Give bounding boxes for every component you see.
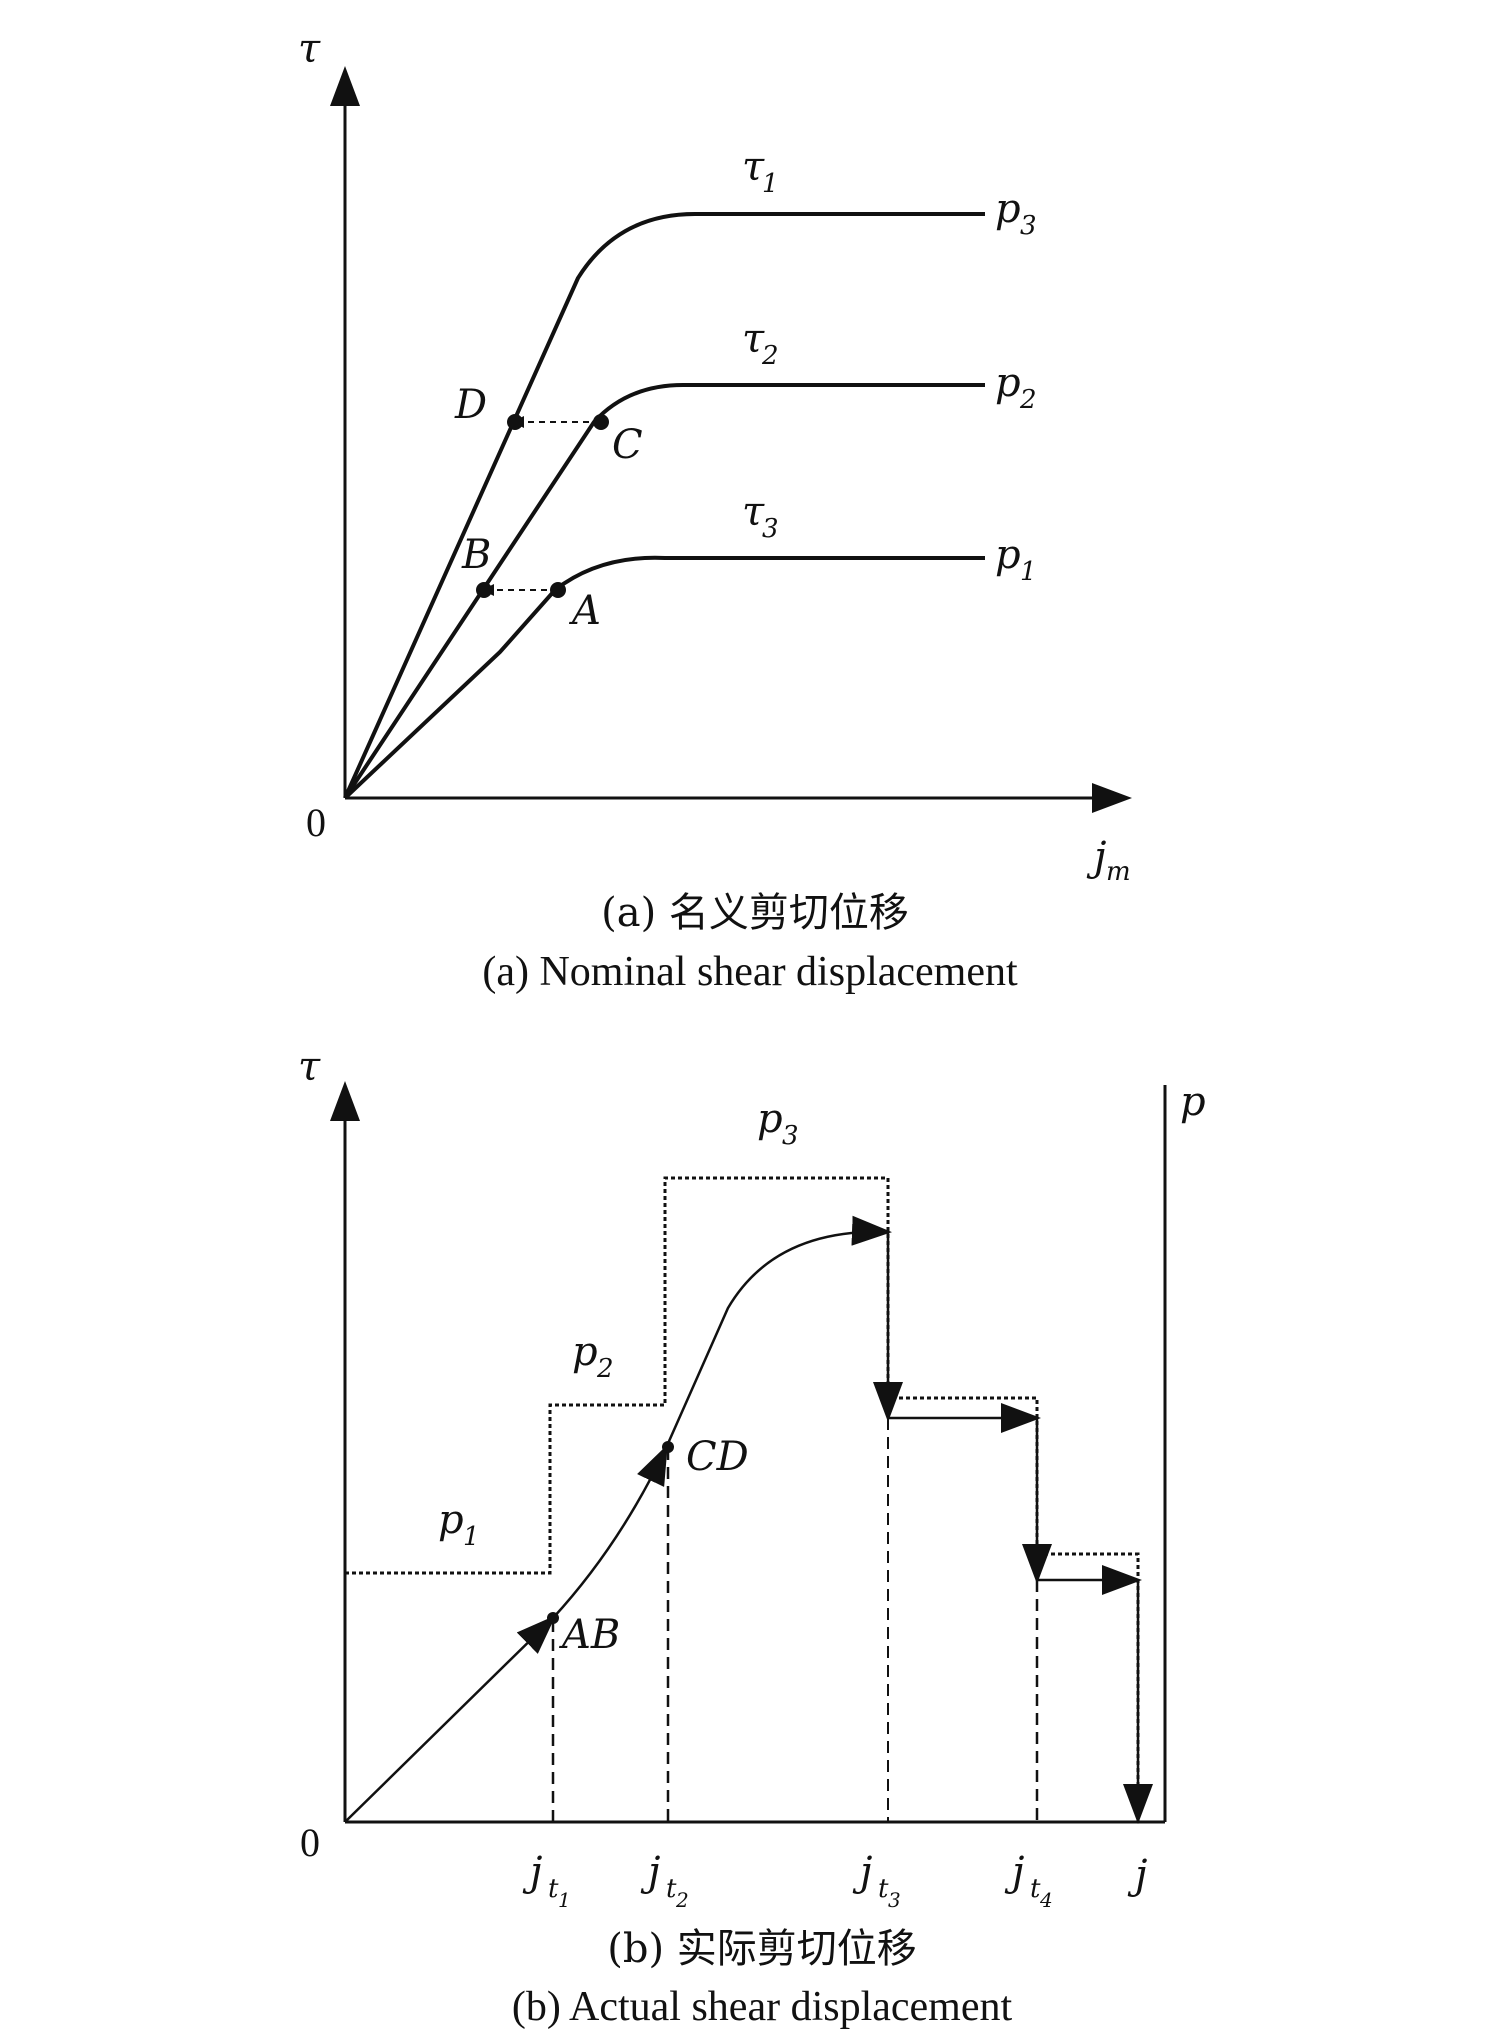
path-seg-0-ab bbox=[344, 1615, 556, 1823]
svg-text:t: t bbox=[878, 1874, 889, 1904]
path-seg-ab-cd bbox=[552, 1444, 668, 1619]
step-p1-label: p bbox=[438, 1497, 464, 1543]
step-p3-label: p bbox=[757, 1096, 783, 1142]
curve-p2-label: p bbox=[995, 360, 1021, 406]
tick-jt4: j t 4 bbox=[1004, 1849, 1053, 1912]
point-a-label: A bbox=[568, 588, 601, 634]
svg-text:j: j bbox=[522, 1849, 542, 1895]
panel-b-caption-en: (b) Actual shear displacement bbox=[512, 1984, 1013, 2030]
curve-tau2-label: τ bbox=[742, 316, 765, 362]
step-p3-sub: 3 bbox=[782, 1121, 799, 1151]
point-cd-label: CD bbox=[686, 1434, 749, 1480]
point-b bbox=[476, 582, 492, 598]
panel-a: τ 0 j m τ 1 τ 2 τ 3 p 3 p 2 p 1 D C B A … bbox=[298, 26, 1132, 995]
svg-text:j: j bbox=[1004, 1849, 1024, 1895]
panel-b-x-label: j bbox=[1127, 1852, 1147, 1898]
curve-tau2-sub: 2 bbox=[761, 341, 779, 371]
curve-p3-label: p bbox=[995, 186, 1021, 232]
point-c-label: C bbox=[612, 422, 643, 468]
panel-b-caption-cn: (b) 实际剪切位移 bbox=[607, 1926, 917, 1972]
curve-tau3 bbox=[343, 555, 985, 800]
point-ab bbox=[547, 1612, 559, 1624]
svg-text:t: t bbox=[666, 1874, 677, 1904]
panel-b-y-label: τ bbox=[298, 1044, 321, 1090]
svg-text:1: 1 bbox=[558, 1888, 571, 1912]
tick-jt1: j t 1 bbox=[522, 1849, 571, 1912]
point-b-label: B bbox=[461, 532, 491, 578]
curve-tau1-sub: 1 bbox=[762, 169, 779, 199]
panel-a-caption-en: (a) Nominal shear displacement bbox=[482, 949, 1018, 995]
pressure-step-curve bbox=[345, 1176, 1140, 1822]
svg-text:t: t bbox=[548, 1874, 559, 1904]
svg-text:j: j bbox=[852, 1849, 872, 1895]
point-c bbox=[593, 414, 609, 430]
step-p2-sub: 2 bbox=[596, 1354, 614, 1384]
panel-b: τ p 0 j p 1 p 2 p 3 AB CD j t bbox=[298, 1044, 1206, 2030]
svg-text:t: t bbox=[1030, 1874, 1041, 1904]
svg-text:4: 4 bbox=[1039, 1888, 1053, 1912]
panel-a-x-label: j bbox=[1086, 834, 1106, 880]
point-cd bbox=[662, 1441, 674, 1453]
curve-tau3-sub: 3 bbox=[762, 514, 779, 544]
curve-p2-sub: 2 bbox=[1019, 385, 1037, 415]
curve-p3-sub: 3 bbox=[1020, 211, 1037, 241]
svg-text:3: 3 bbox=[888, 1888, 901, 1912]
panel-a-x-sub: m bbox=[1106, 857, 1131, 887]
point-d bbox=[507, 414, 523, 430]
panel-a-caption-cn: (a) 名义剪切位移 bbox=[601, 890, 909, 936]
point-a bbox=[550, 582, 566, 598]
point-d-label: D bbox=[454, 382, 487, 428]
curve-tau2 bbox=[343, 383, 985, 800]
panel-a-y-label: τ bbox=[298, 26, 321, 72]
panel-b-right-label: p bbox=[1180, 1079, 1206, 1125]
tick-jt3: j t 3 bbox=[852, 1849, 901, 1912]
panel-b-origin: 0 bbox=[300, 1820, 320, 1865]
curve-tau1 bbox=[343, 212, 985, 799]
curve-tau3-label: τ bbox=[742, 489, 765, 535]
path-seg-cd-peak bbox=[664, 1215, 892, 1449]
curve-p1-sub: 1 bbox=[1020, 557, 1037, 587]
panel-a-origin: 0 bbox=[306, 800, 326, 845]
point-ab-label: AB bbox=[558, 1612, 620, 1658]
tick-jt2: j t 2 bbox=[640, 1849, 689, 1912]
step-p2-label: p bbox=[572, 1329, 598, 1375]
svg-text:2: 2 bbox=[675, 1888, 689, 1912]
curve-tau1-label: τ bbox=[742, 144, 765, 190]
step-p1-sub: 1 bbox=[463, 1522, 480, 1552]
svg-text:j: j bbox=[640, 1849, 660, 1895]
curve-p1-label: p bbox=[995, 532, 1021, 578]
